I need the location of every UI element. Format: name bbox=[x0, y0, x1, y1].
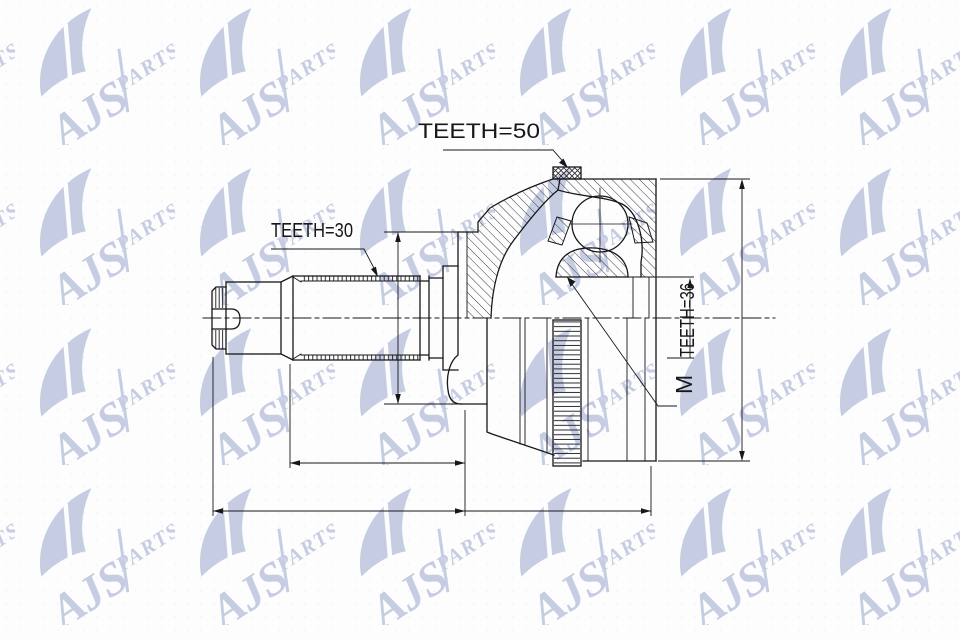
boot-seat bbox=[446, 231, 488, 405]
section-hatch-fills bbox=[467, 167, 656, 318]
housing-top-section bbox=[477, 166, 657, 462]
abs-ring-section bbox=[553, 167, 581, 179]
inner-race-outline bbox=[555, 247, 629, 278]
housing-outer-race-section bbox=[558, 179, 656, 277]
abs-tone-ring bbox=[552, 319, 582, 467]
cotter-slot bbox=[211, 308, 241, 330]
threaded-stub bbox=[211, 281, 282, 355]
dim-spline-length bbox=[289, 364, 466, 468]
spline-shaft bbox=[280, 265, 459, 371]
bell-inner-surface bbox=[490, 178, 561, 319]
inner-race-section bbox=[556, 247, 628, 277]
dim-overall-length bbox=[212, 357, 652, 516]
leader-teeth-30 bbox=[271, 248, 378, 275]
dim-housing-diameter bbox=[658, 178, 750, 462]
snap-ring-groove bbox=[419, 275, 430, 361]
leader-thread-mark bbox=[568, 279, 677, 407]
label-teeth-36: TEETH=36 bbox=[677, 283, 699, 357]
label-thread-mark: M bbox=[671, 375, 697, 394]
part-outline-group bbox=[202, 166, 776, 467]
housing-bell-wall-section bbox=[467, 179, 560, 318]
leader-teeth-50 bbox=[443, 149, 567, 166]
label-teeth-50: TEETH=50 bbox=[418, 119, 540, 143]
dimension-lines bbox=[212, 149, 750, 516]
label-teeth-30: TEETH=30 bbox=[271, 220, 353, 242]
ball bbox=[569, 187, 633, 263]
race-track-surface bbox=[557, 189, 643, 278]
dim-boot-seat-diameter bbox=[384, 231, 459, 405]
cage-left-section bbox=[548, 217, 571, 245]
dim-inner-spline bbox=[628, 276, 694, 359]
housing-bottom-exterior bbox=[486, 317, 657, 467]
abs-tone-ring-teeth bbox=[554, 321, 580, 465]
arrowheads bbox=[213, 158, 745, 514]
